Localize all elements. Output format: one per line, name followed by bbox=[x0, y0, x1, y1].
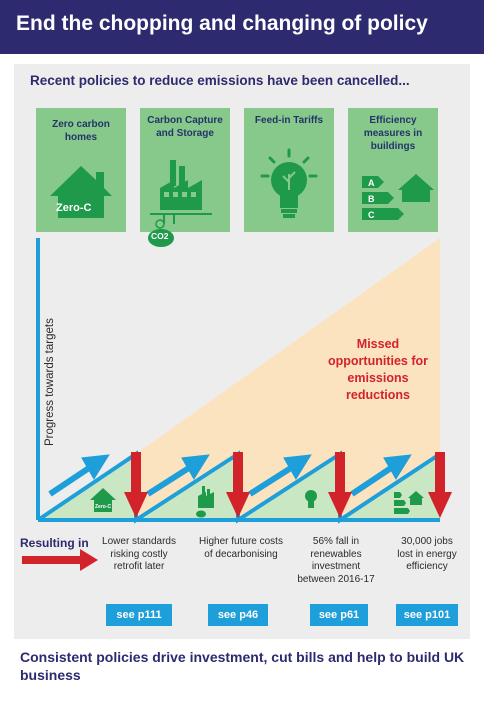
outcome-text: 56% fall in renewables investment betwee… bbox=[297, 536, 375, 585]
progress-arrow bbox=[146, 463, 194, 497]
policy-label: Efficiency measures in buildings bbox=[363, 115, 423, 152]
policy-tile-zero-carbon-homes: Zero carbon homes Zero-C bbox=[36, 108, 126, 232]
mini-lightbulb-icon bbox=[305, 490, 317, 508]
page-title: End the chopping and changing of policy bbox=[16, 12, 428, 35]
see-page-link[interactable]: see p61 bbox=[310, 604, 368, 626]
policy-label: Zero carbon homes bbox=[52, 119, 110, 143]
zero-c-badge: Zero-C bbox=[56, 202, 92, 214]
mini-house-icon bbox=[90, 488, 116, 512]
header-bar bbox=[0, 0, 484, 54]
co2-badge: CO2 bbox=[151, 231, 169, 241]
mini-factory-icon bbox=[196, 486, 214, 518]
y-axis-label: Progress towards targets bbox=[44, 318, 56, 446]
footer-statement: Consistent policies drive investment, cu… bbox=[20, 649, 465, 683]
progress-arrow bbox=[248, 463, 296, 497]
missed-opportunities-label: Missed opportunities for emissions reduc… bbox=[328, 337, 428, 402]
lightbulb-icon bbox=[260, 148, 318, 218]
drop-arrow bbox=[435, 452, 445, 496]
see-page-link[interactable]: see p101 bbox=[396, 604, 458, 626]
progress-arrowhead bbox=[181, 454, 210, 480]
progress-diagram bbox=[22, 238, 452, 571]
drop-arrow bbox=[335, 452, 345, 496]
outcome-text: Lower standards risking costly retrofit … bbox=[102, 536, 176, 572]
progress-arrowhead bbox=[283, 454, 312, 480]
drop-arrowhead bbox=[328, 492, 352, 518]
progress-arrowhead bbox=[81, 454, 110, 480]
resulting-in-label: Resulting in bbox=[20, 536, 89, 550]
missed-opportunity-area bbox=[136, 238, 440, 520]
see-page-link[interactable]: see p46 bbox=[208, 604, 268, 626]
drop-arrow bbox=[131, 452, 141, 496]
co2-cloud-icon bbox=[148, 229, 174, 247]
policy-tile-efficiency-measures: Efficiency measures in buildings A B C bbox=[348, 108, 438, 232]
outcome-text: 30,000 jobs lost in energy efficiency bbox=[397, 536, 457, 572]
mini-zero-c-badge: Zero-C bbox=[95, 504, 112, 510]
policy-label: Feed-in Tariffs bbox=[254, 115, 324, 126]
rating-letter-b: B bbox=[368, 194, 375, 204]
rating-letter-a: A bbox=[368, 178, 375, 188]
progress-arrow bbox=[48, 463, 94, 497]
progress-arrowhead bbox=[383, 454, 412, 480]
panel-subtitle: Recent policies to reduce emissions have… bbox=[30, 73, 410, 88]
drop-arrowhead bbox=[226, 492, 250, 518]
energy-rating-icon bbox=[362, 174, 434, 220]
drop-arrowhead bbox=[124, 492, 148, 518]
policy-label: Carbon Capture and Storage bbox=[147, 115, 223, 139]
progress-arrow bbox=[350, 463, 396, 497]
policy-tile-carbon-capture: Carbon Capture and Storage CO2 bbox=[140, 108, 230, 247]
drop-arrowhead bbox=[428, 492, 452, 518]
house-icon bbox=[50, 166, 112, 218]
rating-letter-c: C bbox=[368, 210, 375, 220]
policy-tile-feed-in-tariffs: Feed-in Tariffs bbox=[244, 108, 334, 232]
see-page-link[interactable]: see p111 bbox=[106, 604, 172, 626]
mini-energy-rating-icon bbox=[394, 491, 424, 514]
resulting-arrow bbox=[22, 549, 98, 571]
drop-arrow bbox=[233, 452, 243, 496]
outcome-text: Higher future costs of decarbonising bbox=[199, 536, 283, 560]
factory-icon bbox=[150, 160, 212, 229]
